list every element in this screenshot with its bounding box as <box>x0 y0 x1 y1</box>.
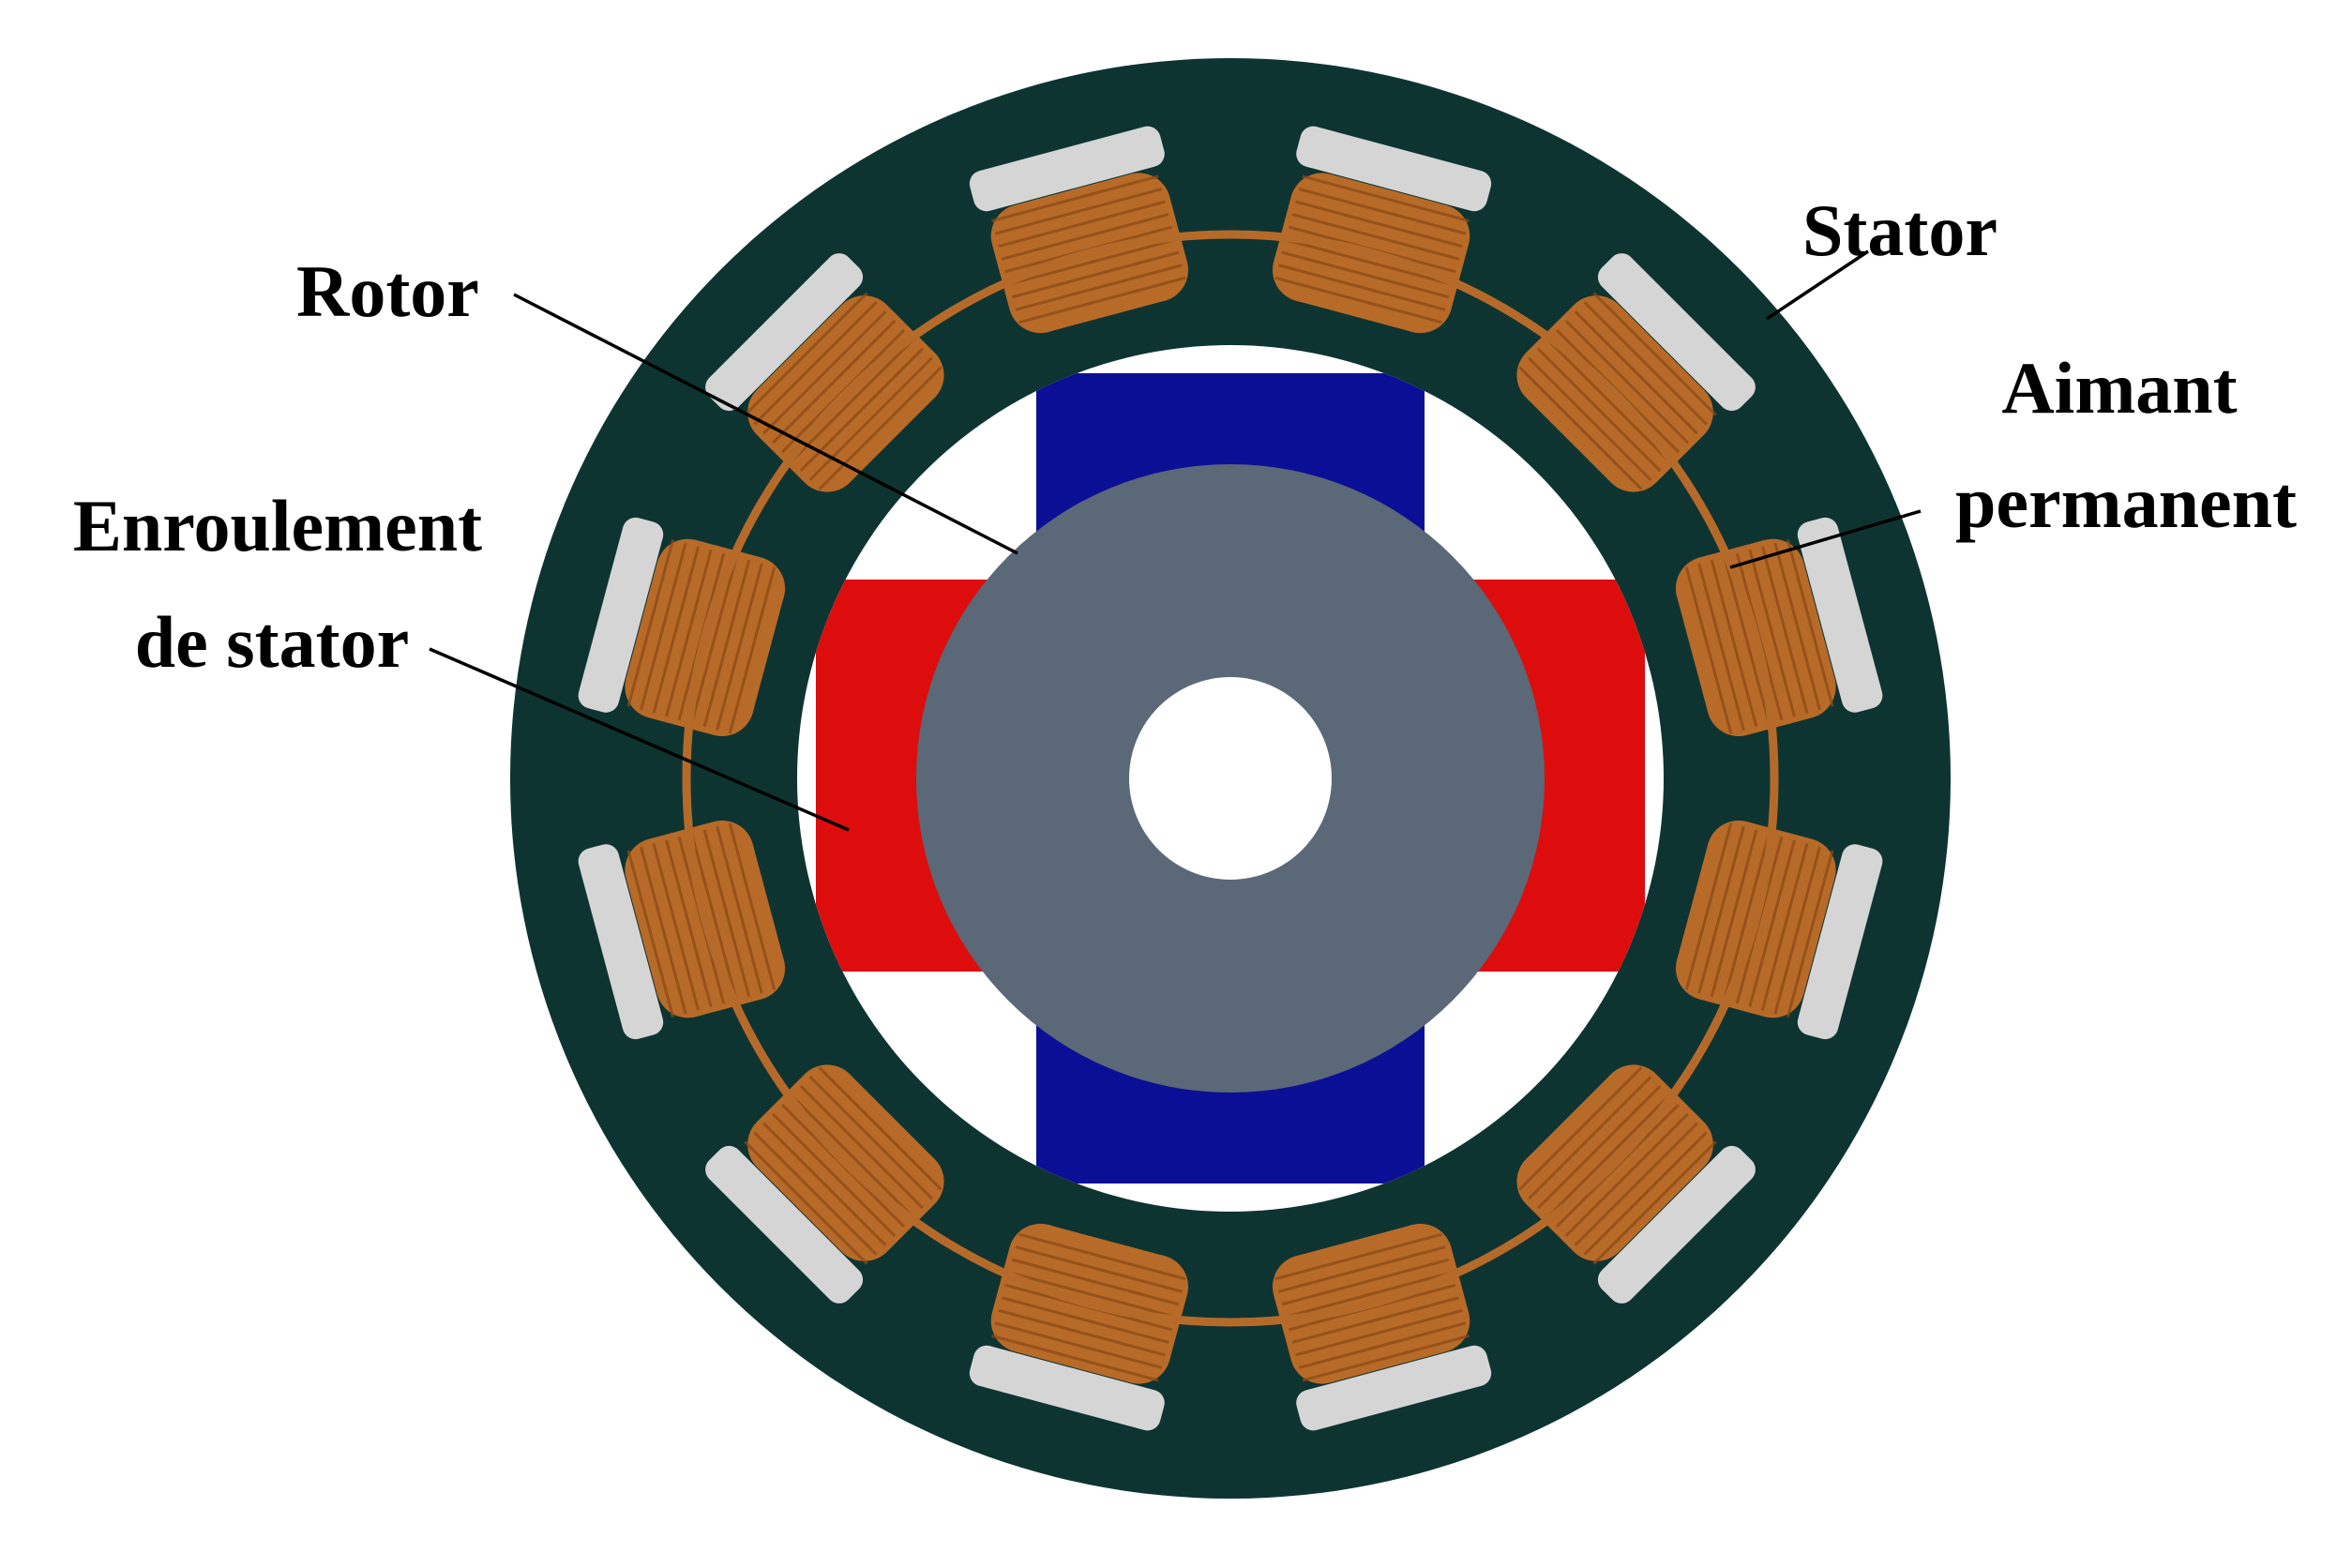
slot-insulation-pad <box>1296 126 1492 212</box>
stator-tooth-tip <box>1287 302 1410 374</box>
stator-tooth-tip <box>1051 302 1174 374</box>
winding-ring <box>682 230 1779 1327</box>
shaft-hole <box>1129 677 1332 880</box>
rotor-leader-line <box>513 293 1018 555</box>
stator-tooth-tip <box>1497 400 1608 512</box>
stator-tooth-tip <box>754 835 826 957</box>
slot-insulation-pad <box>705 1145 864 1304</box>
stator-tooth-tip <box>754 599 826 722</box>
stator-tooth-tips <box>754 302 1707 1255</box>
stator-tooth-tip <box>1051 1183 1174 1255</box>
slot-insulation-pad <box>1797 517 1883 713</box>
winding-leader-line <box>429 647 850 832</box>
slot-insulation-pad <box>969 1345 1165 1431</box>
winding-label-line1: Enroulement <box>73 485 482 566</box>
stator-tooth-tip <box>852 1045 964 1156</box>
stator-tooth-tip <box>1287 1183 1410 1255</box>
magnet-leader-line <box>1729 509 1922 569</box>
stator-tooth-tip <box>1635 835 1707 957</box>
slot-insulation-pad <box>1597 1145 1756 1304</box>
slot-insulation-pad <box>578 517 664 713</box>
slot-insulation-pad <box>705 253 864 412</box>
stator-tooth-tip <box>1497 1045 1608 1156</box>
slot-insulation-pad <box>1296 1345 1492 1431</box>
stator-label: Stator <box>1802 189 1998 271</box>
winding-label-line2: de stator <box>135 601 409 683</box>
slot-insulation-pad <box>1597 253 1756 412</box>
magnet-label-line1: Aimant <box>2001 347 2237 429</box>
slot-insulation-pad <box>1797 844 1883 1040</box>
slot-insulation-pad <box>969 126 1165 212</box>
slot-insulation-group <box>578 126 1883 1431</box>
stator-leader-line <box>1766 249 1869 321</box>
rotor-label: Rotor <box>296 250 479 332</box>
magnet-label-line2: permanent <box>1955 461 2297 543</box>
stator-tooth-tip <box>1635 599 1707 722</box>
slot-insulation-pad <box>578 844 664 1040</box>
